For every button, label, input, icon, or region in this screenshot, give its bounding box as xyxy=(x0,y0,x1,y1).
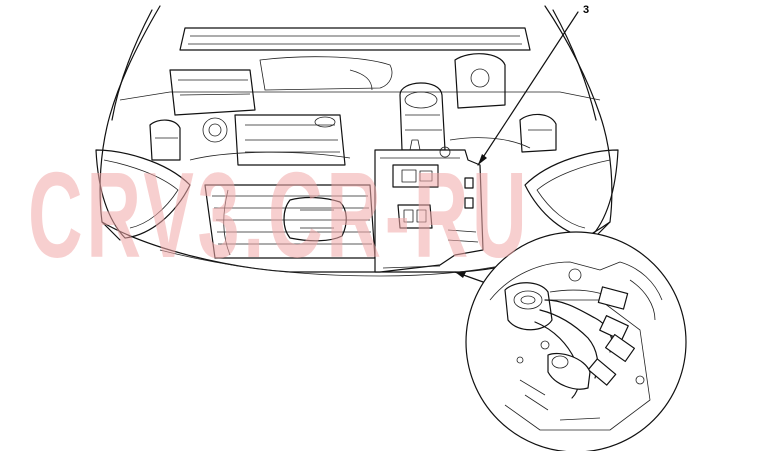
callout-leaders xyxy=(454,11,579,289)
connector-detail-circle xyxy=(465,231,687,451)
fuse-relay-box xyxy=(374,139,484,273)
engine-components xyxy=(149,27,557,166)
callout-number-label: 3 xyxy=(583,4,590,16)
site-watermark: CRV3.CR-RU xyxy=(28,147,531,283)
front-grille xyxy=(204,184,376,259)
